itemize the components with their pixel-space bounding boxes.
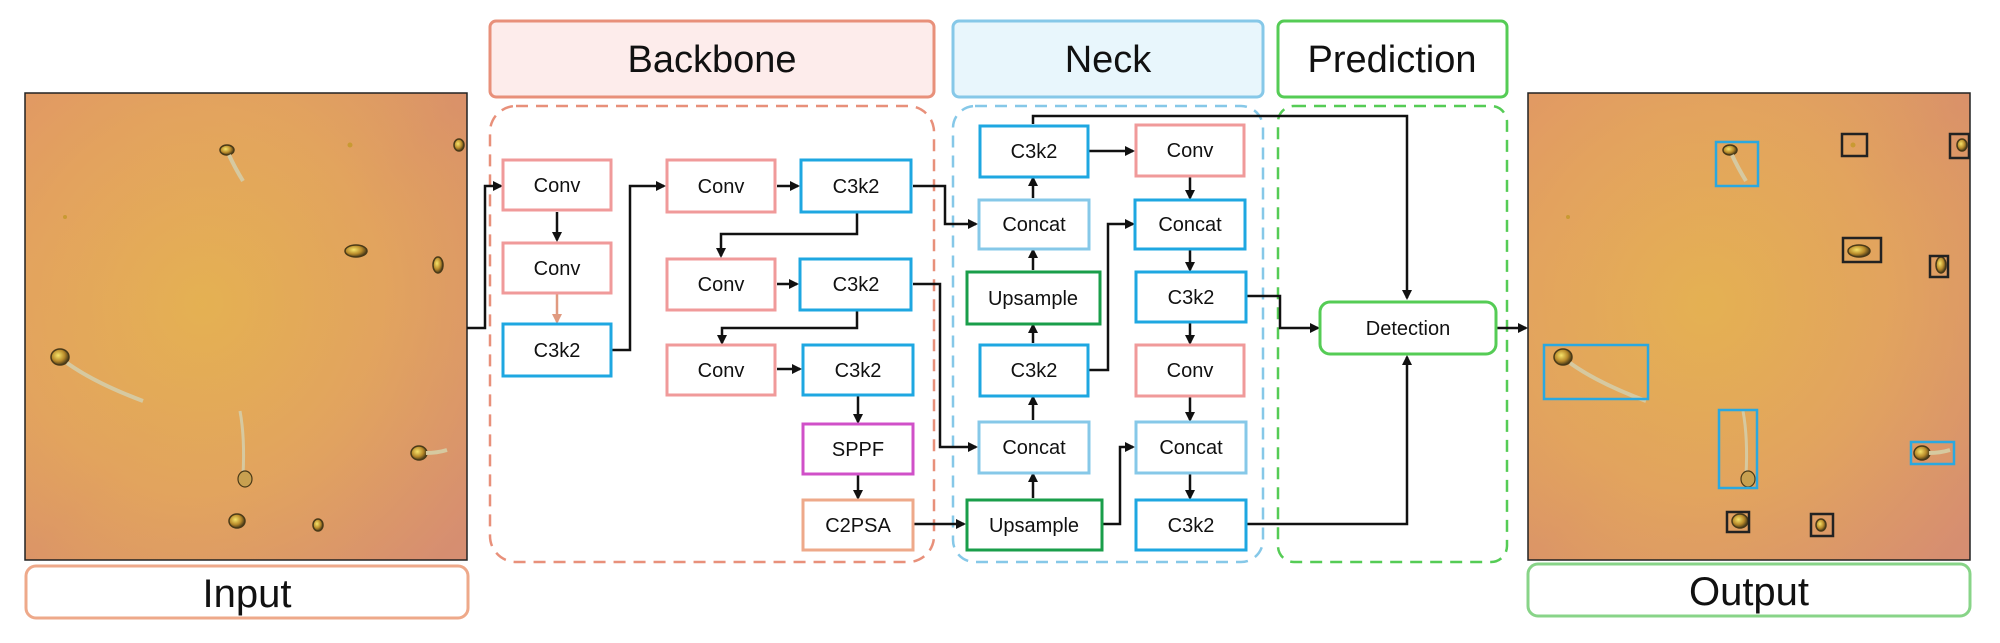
block-label: C3k2 (1011, 360, 1058, 382)
neck-header: Neck (951, 19, 1265, 99)
input-image (23, 91, 469, 562)
bbox (1841, 236, 1883, 264)
neck-blocks: C3k2 Concat Upsample C3k2 Concat Upsampl… (965, 123, 1248, 552)
block-label: Concat (1158, 214, 1222, 236)
block-label: C3k2 (1011, 141, 1058, 163)
block-label: C3k2 (1168, 287, 1215, 309)
conv-block: Conv (665, 158, 777, 214)
bbox (1717, 408, 1759, 490)
input-label: Input (203, 572, 292, 616)
c3k2-block: C3k2 (978, 124, 1090, 179)
concat-block: Concat (977, 420, 1091, 475)
sppf-block: SPPF (801, 422, 915, 476)
bbox (1928, 254, 1950, 279)
block-label: Conv (698, 274, 745, 296)
output-label-box: Output (1526, 562, 1972, 618)
detection-block: Detection (1318, 300, 1498, 356)
concat-block: Concat (1134, 420, 1248, 475)
c3k2-block: C3k2 (798, 257, 913, 312)
c3k2-block: C3k2 (1134, 270, 1248, 324)
conv-block: Conv (501, 241, 613, 295)
bbox (1909, 440, 1956, 466)
output-label: Output (1689, 570, 1809, 614)
conv-block: Conv (1134, 123, 1246, 178)
c2psa-block: C2PSA (801, 498, 915, 552)
block-label: Conv (698, 176, 745, 198)
c3k2-block: C3k2 (1134, 498, 1248, 552)
upsample-block: Upsample (965, 498, 1104, 552)
bbox (1948, 132, 1971, 160)
block-label: Conv (698, 360, 745, 382)
block-label: SPPF (832, 439, 884, 461)
backbone-title: Backbone (627, 39, 796, 81)
c3k2-block: C3k2 (501, 322, 613, 378)
block-label: Conv (1167, 140, 1214, 162)
prediction-title: Prediction (1308, 39, 1477, 81)
block-label: Conv (534, 258, 581, 280)
block-label: Concat (1002, 214, 1066, 236)
concat-block: Concat (1133, 198, 1247, 251)
block-label: C3k2 (833, 176, 880, 198)
block-label: C3k2 (534, 340, 581, 362)
block-label: C3k2 (1168, 515, 1215, 537)
concat-block: Concat (977, 198, 1091, 251)
conv-block: Conv (665, 257, 777, 312)
c3k2-block: C3k2 (799, 158, 913, 214)
block-label: Upsample (988, 288, 1078, 310)
prediction-header: Prediction (1276, 19, 1509, 99)
block-label: Conv (1167, 360, 1214, 382)
c3k2-block: C3k2 (978, 343, 1090, 398)
block-label: Concat (1159, 437, 1223, 459)
block-label: C3k2 (835, 360, 882, 382)
block-label: C3k2 (833, 274, 880, 296)
block-label: C2PSA (825, 515, 891, 537)
neck-region (951, 104, 1265, 564)
conv-block: Conv (665, 343, 777, 397)
c3k2-block: C3k2 (801, 343, 915, 397)
backbone-header: Backbone (488, 19, 936, 99)
upsample-block: Upsample (965, 270, 1102, 326)
bbox (1809, 512, 1835, 538)
connectors (467, 114, 1528, 529)
neck-title: Neck (1065, 39, 1153, 81)
bbox (1714, 140, 1760, 188)
conv-block: Conv (501, 158, 613, 212)
bbox (1725, 510, 1751, 534)
backbone-blocks: Conv Conv C3k2 Conv C3k2 Conv C3k2 Conv (501, 158, 915, 552)
input-label-box: Input (24, 564, 470, 620)
block-label: Concat (1002, 437, 1066, 459)
block-label: Detection (1366, 318, 1451, 340)
block-label: Conv (534, 175, 581, 197)
conv-block: Conv (1134, 343, 1246, 398)
prediction-region (1276, 104, 1509, 564)
block-label: Upsample (989, 515, 1079, 537)
bbox (1542, 343, 1650, 401)
output-image (1526, 91, 1972, 562)
backbone-region (488, 104, 936, 564)
bbox (1840, 132, 1869, 158)
